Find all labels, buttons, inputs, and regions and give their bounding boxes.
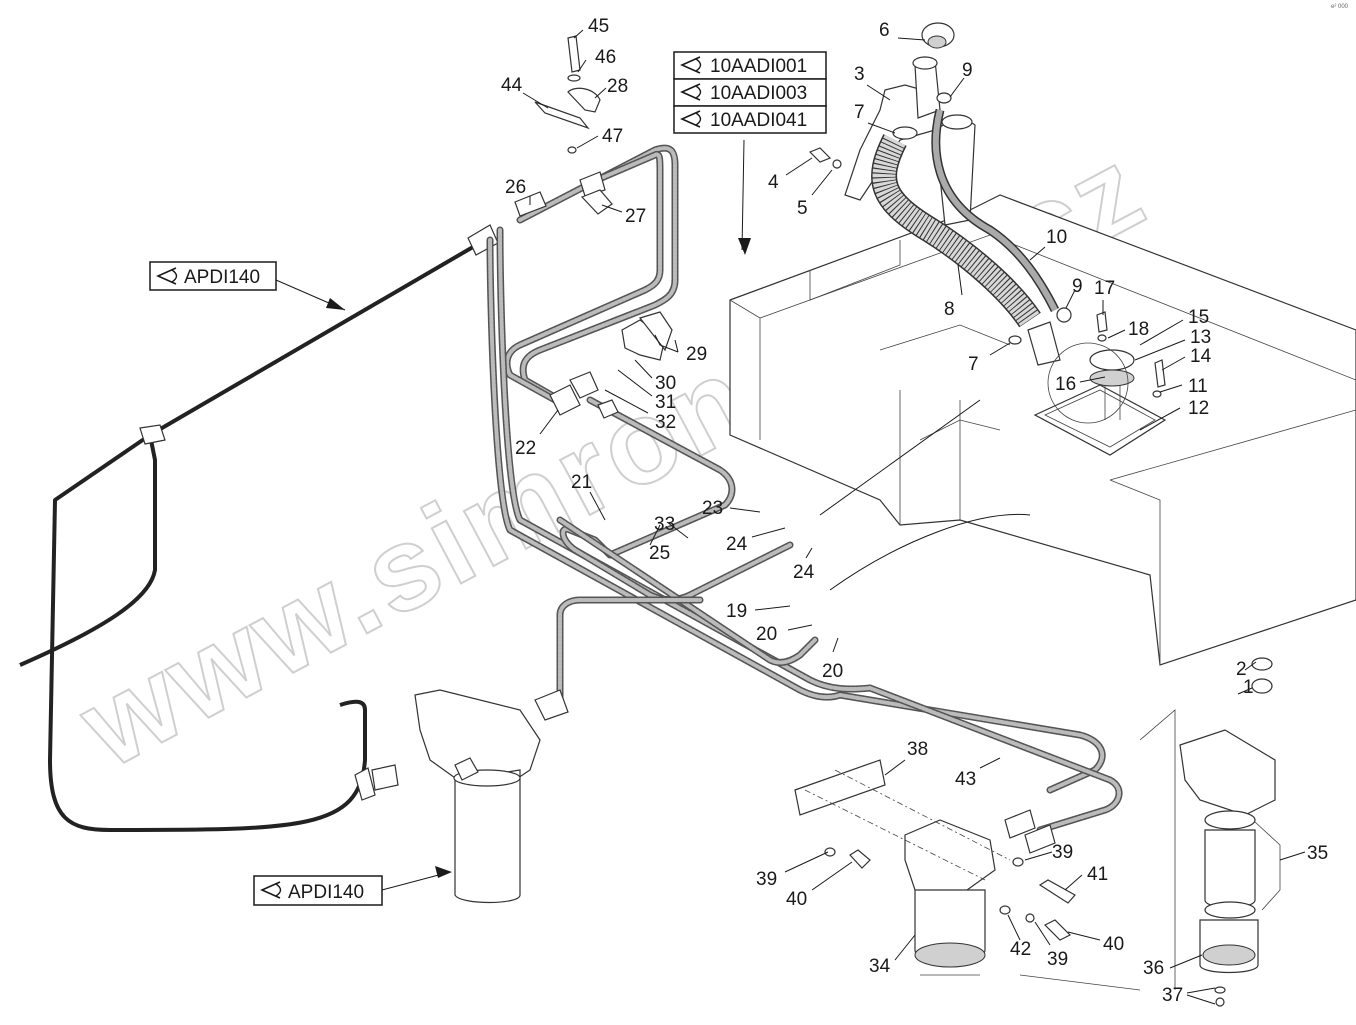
- callout-27: 27: [625, 206, 646, 227]
- callout-16: 16: [1055, 374, 1076, 395]
- callout-5: 5: [797, 198, 808, 219]
- callout-25: 25: [649, 543, 670, 564]
- callout-8: 8: [944, 299, 955, 320]
- callout-40-right: 40: [1103, 934, 1124, 955]
- callout-24-right: 24: [793, 562, 815, 583]
- callout-44: 44: [501, 75, 523, 96]
- ref-label: APDI140: [184, 267, 260, 288]
- eye-icon: [680, 83, 702, 101]
- ref-label: 10AADI003: [710, 83, 807, 104]
- callout-43: 43: [955, 769, 976, 790]
- callout-9-lower: 9: [1072, 276, 1083, 297]
- callout-12: 12: [1188, 398, 1209, 419]
- callout-24-left: 24: [726, 534, 748, 555]
- callout-10: 10: [1046, 227, 1067, 248]
- callout-11: 11: [1188, 376, 1208, 397]
- callout-42: 42: [1010, 939, 1031, 960]
- callout-39-right: 39: [1052, 842, 1073, 863]
- callout-46: 46: [595, 47, 616, 68]
- eye-icon: [680, 110, 702, 128]
- callout-47: 47: [602, 126, 623, 147]
- ref-box-apdi140-bottom[interactable]: APDI140: [253, 875, 383, 906]
- callout-7-upper: 7: [854, 102, 865, 123]
- callout-14: 14: [1190, 346, 1212, 367]
- callout-45: 45: [588, 16, 609, 37]
- fuel-sender-unit: [1047, 311, 1166, 424]
- callout-21: 21: [571, 472, 592, 493]
- callout-20-left: 20: [756, 624, 777, 645]
- ref-box-apdi140-top[interactable]: APDI140: [149, 261, 277, 291]
- callout-40-left: 40: [786, 889, 807, 910]
- callout-32: 32: [655, 412, 676, 433]
- callout-34: 34: [869, 956, 891, 977]
- callout-35: 35: [1307, 843, 1328, 864]
- callout-23: 23: [702, 498, 723, 519]
- arrowheads: [326, 238, 751, 878]
- callout-13: 13: [1190, 327, 1211, 348]
- callout-6: 6: [879, 20, 890, 41]
- callout-3: 3: [854, 64, 865, 85]
- callout-1: 1: [1243, 677, 1254, 698]
- eye-icon: [260, 881, 282, 899]
- callout-33: 33: [654, 514, 675, 535]
- ref-label: 10AADI001: [710, 56, 807, 77]
- callout-28: 28: [607, 76, 628, 97]
- ref-label: APDI140: [288, 882, 364, 903]
- callout-36: 36: [1143, 958, 1164, 979]
- callout-19: 19: [726, 601, 747, 622]
- callout-17: 17: [1094, 278, 1115, 299]
- ref-box-10aadi041[interactable]: 10AADI041: [673, 105, 827, 134]
- filler-neck-assembly: [808, 22, 1072, 366]
- callout-41: 41: [1087, 864, 1108, 885]
- ref-label: 10AADI041: [710, 110, 807, 131]
- callout-29: 29: [686, 344, 707, 365]
- filter-head-exploded: [1019, 657, 1281, 1007]
- water-separator: [794, 759, 1076, 976]
- callout-39-left: 39: [756, 869, 777, 890]
- callout-31: 31: [655, 392, 676, 413]
- callout-38: 38: [907, 739, 928, 760]
- callout-22: 22: [515, 438, 536, 459]
- ref-box-10aadi003[interactable]: 10AADI003: [673, 78, 827, 107]
- corner-mark: e² 000: [1330, 4, 1348, 10]
- callout-9-upper: 9: [962, 60, 973, 81]
- callout-20-right: 20: [822, 661, 843, 682]
- harness-cable: [19, 224, 499, 832]
- callout-7-lower: 7: [968, 354, 979, 375]
- clip-hardware: [534, 35, 673, 361]
- leader-lines: [275, 29, 1306, 1005]
- callout-37: 37: [1162, 985, 1183, 1006]
- primary-filter: [414, 689, 541, 904]
- eye-icon: [156, 267, 178, 285]
- fuel-tank: [729, 114, 1356, 666]
- fuel-lines: [486, 144, 1123, 854]
- callout-18: 18: [1128, 319, 1149, 340]
- callout-26: 26: [505, 177, 526, 198]
- callout-30: 30: [655, 373, 676, 394]
- callout-39-bottom: 39: [1047, 949, 1068, 970]
- ref-box-10aadi001[interactable]: 10AADI001: [673, 51, 827, 80]
- callout-labels: 1 2 3 4 5 6 7 7 8 9 9 10 11 12 13 14 15 …: [501, 16, 1328, 1006]
- callout-15: 15: [1188, 307, 1209, 328]
- callout-2: 2: [1236, 659, 1247, 680]
- eye-icon: [680, 56, 702, 74]
- callout-4: 4: [768, 172, 779, 193]
